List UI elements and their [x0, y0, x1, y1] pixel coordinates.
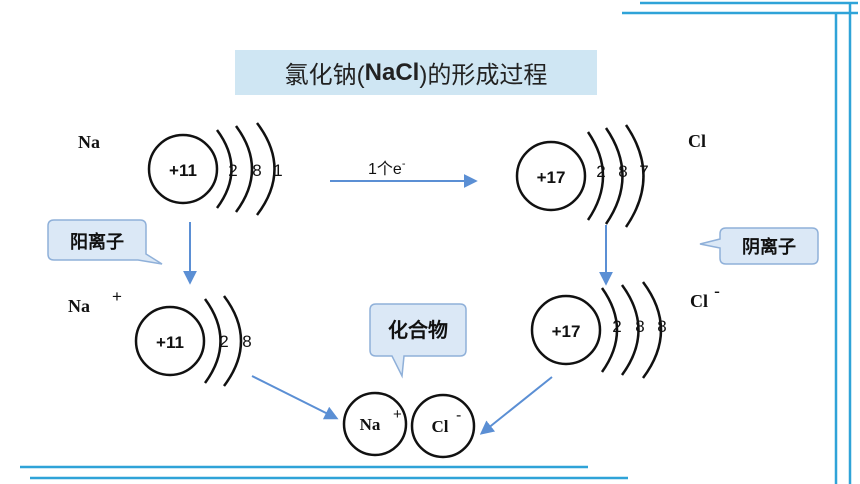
cation-callout: 阳离子	[47, 219, 163, 265]
chlorine-shell-count-3: 7	[639, 162, 648, 181]
chloride-ion-nucleus-charge: +17	[552, 322, 581, 341]
sodium-to-compound-arrow	[251, 375, 339, 420]
chlorine-nucleus	[515, 140, 587, 212]
electron-transfer: 1个e-	[330, 158, 478, 188]
sodium-ion-nucleus	[134, 305, 206, 377]
chloride-ion-charge: -	[714, 281, 720, 301]
sodium-shell-count-3: 1	[273, 161, 282, 180]
cation-callout-bubble	[47, 219, 163, 265]
title-formula: NaCl	[364, 58, 420, 86]
nacl-compound: Na + Cl -	[342, 391, 476, 459]
sodium-ion-shell-count-1: 2	[219, 332, 228, 351]
sodium-ion-charge: +	[112, 287, 122, 306]
sodium-ion-shells	[203, 295, 243, 387]
chlorine-atom: Cl +17 2 8 7	[515, 124, 706, 228]
compound-callout: 化合物	[369, 303, 467, 379]
compound-callout-bubble	[369, 303, 467, 379]
title-text-post: )的形成过程	[419, 62, 548, 89]
chlorine-shell-3	[624, 124, 645, 228]
chlorine-shell-count-1: 2	[596, 162, 605, 181]
chlorine-shell-2	[604, 127, 624, 225]
anion-callout-bubble	[699, 227, 819, 265]
chloride-to-compound-arrow	[479, 376, 553, 435]
chlorine-shell-1	[586, 131, 605, 221]
compound-callout-label: 化合物	[388, 318, 448, 342]
chlorine-shell-count-2: 8	[618, 162, 627, 181]
chlorine-shells	[586, 124, 645, 228]
title-text-pre: 氯化钠(	[284, 62, 365, 89]
compound-sodium-ion	[342, 391, 408, 457]
chloride-ion-shell-3	[641, 281, 663, 379]
sodium-shell-count-1: 2	[228, 161, 237, 180]
sodium-shell-count-2: 8	[252, 161, 261, 180]
transfer-label-text: 1个e	[368, 160, 402, 178]
sodium-nucleus	[147, 133, 219, 205]
compound-chloride-ion	[410, 393, 476, 459]
sodium-ion-shell-2	[223, 295, 243, 387]
sodium-shells	[215, 122, 276, 216]
compound-chloride-symbol: Cl	[432, 417, 449, 436]
sodium-ion-shell-1	[203, 298, 222, 384]
sodium-atom: Na +11 2 8 1	[78, 122, 283, 216]
sodium-nucleus-charge: +11	[169, 161, 197, 180]
chlorine-nucleus-charge: +17	[537, 168, 566, 187]
chloride-ion-nucleus	[530, 294, 602, 366]
chloride-ion-symbol: Cl	[690, 291, 708, 311]
anion-callout-label: 阴离子	[742, 236, 796, 257]
chloride-ion-shell-count-2: 8	[635, 317, 644, 336]
cation-callout-label: 阳离子	[70, 231, 124, 252]
chloride-ion: Cl - +17 2 8 8	[530, 281, 720, 379]
sodium-shell-3	[256, 122, 276, 216]
transfer-label: 1个e-	[368, 158, 406, 178]
chloride-ion-shells	[600, 281, 663, 379]
sodium-shell-1	[215, 129, 233, 209]
chloride-ion-shell-2	[620, 284, 640, 376]
compound-sodium-charge: +	[393, 406, 402, 423]
sodium-ion-nucleus-charge: +11	[156, 333, 184, 352]
slide-frame	[20, 1, 858, 484]
sodium-ion: Na + +11 2 8	[68, 287, 252, 387]
chloride-ion-shell-count-3: 8	[657, 317, 666, 336]
page-title: 氯化钠(NaCl)的形成过程	[235, 50, 597, 95]
chlorine-symbol: Cl	[688, 131, 706, 151]
compound-chloride-charge: -	[456, 407, 461, 424]
sodium-ion-shell-count-2: 8	[242, 332, 251, 351]
compound-sodium-symbol: Na	[360, 415, 381, 434]
sodium-ion-symbol: Na	[68, 296, 90, 316]
chloride-ion-shell-1	[600, 287, 619, 373]
sodium-symbol: Na	[78, 132, 100, 152]
transfer-label-sup: -	[402, 158, 406, 170]
anion-callout: 阴离子	[699, 227, 819, 265]
sodium-shell-2	[234, 125, 254, 213]
chloride-ion-shell-count-1: 2	[612, 317, 621, 336]
